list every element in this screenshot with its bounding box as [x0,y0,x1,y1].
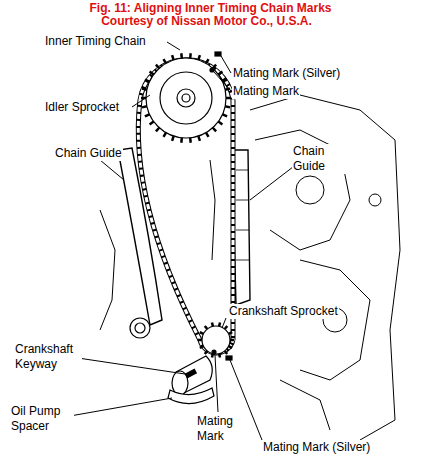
silver-mating-mark-crank [226,356,232,360]
figure-title: Fig. 11: Aligning Inner Timing Chain Mar… [0,2,421,15]
crank-mating-mark [212,350,216,354]
part-label: Inner Timing Chain [44,34,147,49]
part-label: Mating Mark [232,84,300,99]
figure-credit: Courtesy of Nissan Motor Co., U.S.A. [0,15,417,28]
idler-mating-mark [210,68,214,72]
crankshaft-keyway [186,369,197,377]
part-label: Mating Mark [196,414,246,444]
engine-block [100,95,400,440]
part-label: Crankshaft Sprocket [228,304,339,319]
part-label: Mating Mark (Silver) [262,440,371,455]
guide-pivot-bolt [130,318,150,338]
silver-mating-mark-chain [215,52,221,56]
part-label: Mating Mark (Silver) [232,66,341,81]
part-label: Oil Pump Spacer [10,404,74,434]
part-label: Chain Guide [292,144,346,174]
part-label: Idler Sprocket [44,100,120,115]
idler-sprocket [141,53,231,143]
crankshaft-sprocket [198,322,234,357]
part-label: Chain Guide [54,146,123,161]
part-label: Crankshaft Keyway [14,342,82,372]
oil-pump-spacer [168,388,214,404]
